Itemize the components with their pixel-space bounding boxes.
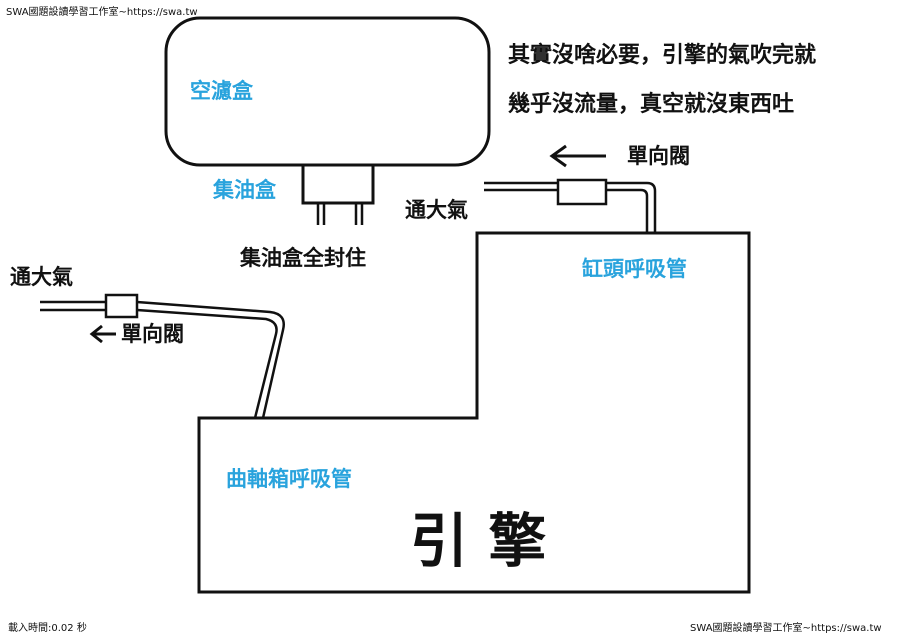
head-breather-label: 缸頭呼吸管: [582, 257, 687, 281]
air-box-shape: [164, 16, 491, 167]
arrow-left-icon: [549, 144, 606, 168]
crankcase-breather-label: 曲軸箱呼吸管: [226, 467, 352, 491]
check-valve-left-shape: [104, 293, 139, 319]
watermark-bottom-left: 載入時間:0.02 秒: [8, 623, 87, 634]
oil-catch-port-right: [354, 203, 364, 225]
vent-left-label: 通大氣: [10, 265, 73, 289]
engine-outline: [197, 231, 751, 594]
engine-label: 引 擎: [410, 507, 547, 575]
arrow-left-icon-2: [89, 324, 116, 344]
air-box-label: 空濾盒: [190, 79, 253, 103]
note-line-2: 幾乎沒流量，真空就沒東西吐: [508, 92, 795, 117]
crankcase-breather-hose-inner: [40, 308, 278, 419]
vent-right-label: 通大氣: [405, 198, 468, 222]
oil-catch-shape: [301, 165, 375, 205]
check-valve-right-label: 單向閥: [627, 144, 690, 168]
watermark-bottom-right: SWA國題設讀學習工作室~https://swa.tw: [690, 623, 882, 634]
oil-catch-label: 集油盒: [213, 178, 276, 202]
crankcase-breather-hose: [40, 300, 285, 419]
head-breather-hose-inner: [484, 188, 649, 233]
note-line-1: 其實沒啥必要，引擎的氣吹完就: [508, 43, 817, 68]
oil-catch-sealed-label: 集油盒全封住: [240, 246, 366, 270]
watermark-top: SWA國題設讀學習工作室~https://swa.tw: [6, 7, 198, 18]
oil-catch-port-left: [316, 203, 326, 225]
check-valve-left-label: 單向閥: [121, 322, 184, 346]
check-valve-right-shape: [556, 178, 608, 206]
head-breather-hose: [484, 181, 657, 233]
